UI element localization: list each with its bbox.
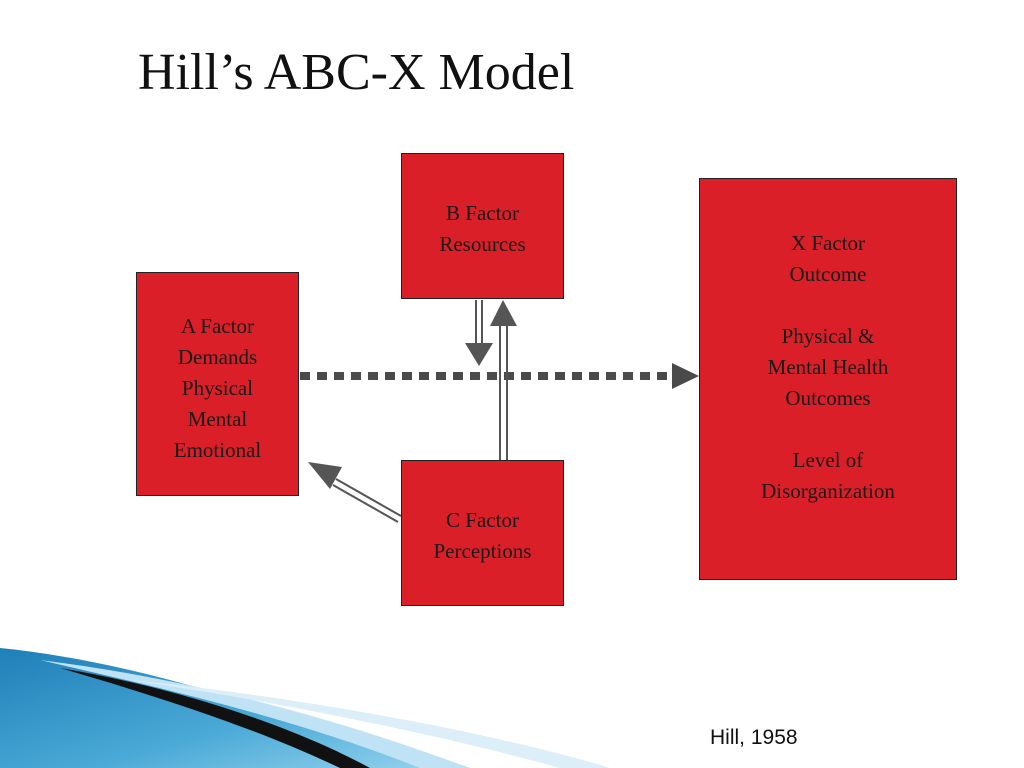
box-x-spacer xyxy=(700,414,956,445)
a-factor-box: A Factor Demands Physical Mental Emotion… xyxy=(136,272,299,496)
arrow-b-down xyxy=(465,300,493,366)
box-x-line: Physical & xyxy=(781,324,875,348)
arrow-c-up-to-b xyxy=(490,300,517,460)
x-factor-box: X Factor Outcome Physical & Mental Healt… xyxy=(699,178,957,580)
box-a-line: Mental xyxy=(187,407,248,431)
box-x-line: Disorganization xyxy=(761,479,895,503)
box-b-line: Resources xyxy=(439,232,526,256)
citation: Hill, 1958 xyxy=(710,726,798,749)
box-x-spacer xyxy=(700,290,956,321)
box-x-line: Mental Health xyxy=(767,355,889,379)
box-a-line: Physical xyxy=(181,376,254,400)
box-x-line: Level of xyxy=(792,448,864,472)
box-x-line: Outcomes xyxy=(785,386,871,410)
box-x-line: Outcome xyxy=(789,262,867,286)
box-c-line: Perceptions xyxy=(433,539,532,563)
box-c-line: C Factor xyxy=(446,508,519,532)
box-a-line: A Factor xyxy=(181,314,254,338)
slide-title: Hill’s ABC-X Model xyxy=(138,44,575,101)
c-factor-box: C Factor Perceptions xyxy=(401,460,564,606)
dotted-arrow-a-to-x xyxy=(300,363,699,389)
arrow-c-to-a xyxy=(308,462,402,523)
box-a-line: Demands xyxy=(177,345,258,369)
box-b-line: B Factor xyxy=(446,201,519,225)
box-x-line: X Factor xyxy=(790,231,866,255)
b-factor-box: B Factor Resources xyxy=(401,153,564,299)
corner-swoosh-decoration xyxy=(0,648,610,768)
box-a-line: Emotional xyxy=(173,438,262,462)
